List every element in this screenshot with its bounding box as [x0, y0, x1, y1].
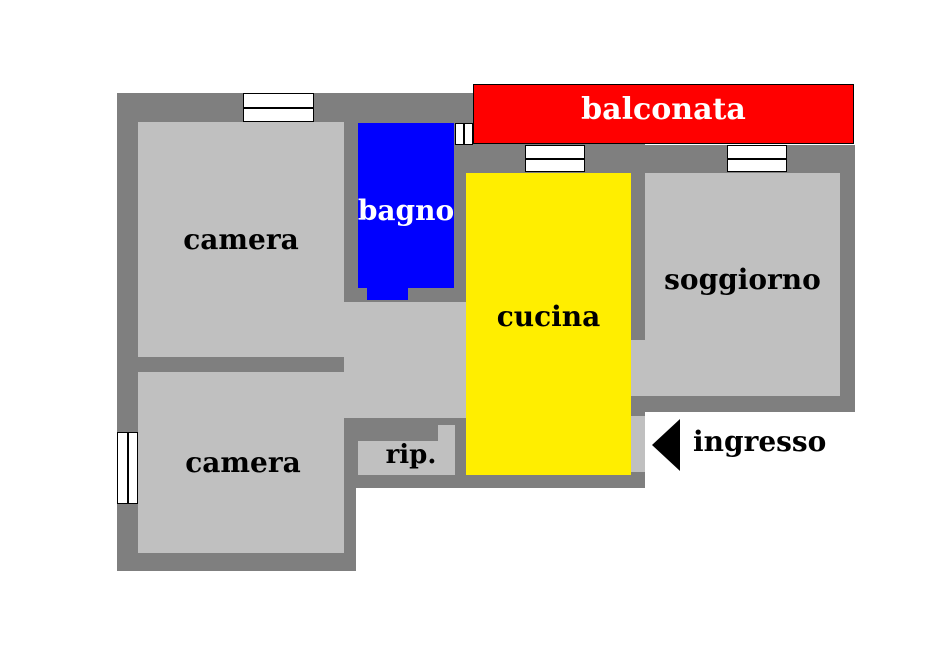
room-corridor [344, 302, 466, 418]
label-balconata: balconata [581, 92, 746, 127]
room-balconata [473, 84, 854, 144]
window-camera-top [243, 93, 314, 122]
ripostiglio-door [438, 425, 455, 441]
room-bagno [358, 123, 454, 288]
window-soggiorno [727, 145, 787, 172]
window-bagno [455, 123, 473, 145]
passage-cucina-soggiorno [631, 340, 645, 396]
room-cucina [466, 173, 631, 475]
label-camera-top: camera [183, 223, 299, 256]
bagno-door [367, 288, 408, 300]
room-camera-bottom [138, 372, 344, 553]
label-ripostiglio: rip. [385, 440, 437, 470]
label-soggiorno: soggiorno [664, 263, 821, 296]
arrow-left-icon [652, 419, 680, 471]
label-bagno: bagno [357, 194, 455, 227]
entrance-opening [631, 416, 645, 472]
corridor-door-top [344, 357, 358, 372]
window-camera-bottom [117, 432, 138, 504]
room-soggiorno [645, 173, 840, 396]
label-cucina: cucina [496, 300, 601, 333]
label-ingresso: ingresso [693, 425, 827, 458]
window-cucina [525, 145, 585, 172]
room-camera-top [138, 122, 344, 357]
label-camera-bottom: camera [185, 446, 301, 479]
room-ripostiglio [358, 441, 455, 475]
